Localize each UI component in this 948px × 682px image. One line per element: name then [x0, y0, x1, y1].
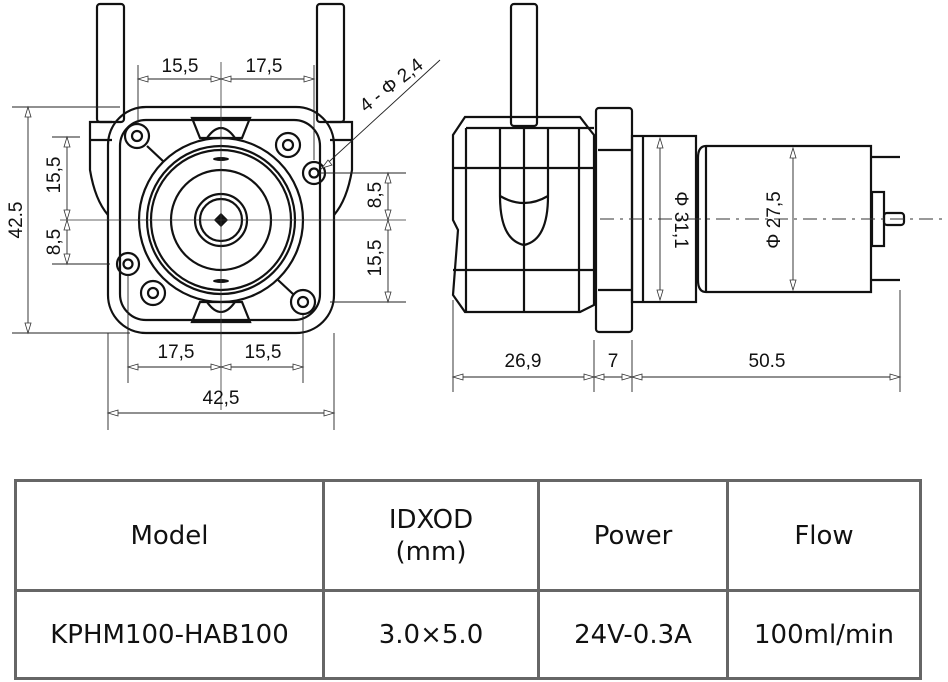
cell-flow: 100ml/min	[726, 589, 922, 680]
header-idxod: IDXOD(mm)	[322, 479, 540, 592]
dim-left-overall: 42.5	[6, 202, 27, 239]
spec-table-header: Model IDXOD(mm) Power Flow	[14, 479, 922, 592]
dim-bottom-overall: 42,5	[203, 388, 240, 409]
side-view: Φ 31,1 Φ 27,5 26,9 7 50.5	[451, 2, 946, 392]
table-row: KPHM100-HAB100 3.0×5.0 24V-0.3A 100ml/mi…	[14, 589, 922, 680]
dim-diameter-motor: Φ 27,5	[764, 191, 785, 248]
dim-right-lower: 15,5	[365, 240, 386, 277]
dim-right-upper: 8,5	[365, 182, 386, 208]
dim-bottom-left: 17,5	[158, 342, 195, 363]
side-ear-left	[88, 120, 112, 216]
header-flow: Flow	[726, 479, 922, 592]
side-tube	[509, 2, 539, 128]
dim-hole-callout: 4 - Φ 2,4	[356, 54, 428, 117]
dim-top-left: 15,5	[162, 56, 199, 77]
cell-power: 24V-0.3A	[537, 589, 729, 680]
dim-pump-head-length: 26,9	[505, 351, 542, 372]
cell-model: KPHM100-HAB100	[14, 589, 325, 680]
dim-left-upper: 15,5	[44, 157, 65, 194]
tube-port-left	[95, 2, 126, 124]
spec-table: Model IDXOD(mm) Power Flow KPHM100-HAB10…	[14, 479, 922, 680]
mounting-flange	[594, 106, 634, 334]
dim-top-right: 17,5	[246, 56, 283, 77]
header-power: Power	[537, 479, 729, 592]
dim-diameter-gearbox: Φ 31,1	[670, 191, 691, 248]
header-model: Model	[14, 479, 325, 592]
side-ear-right	[330, 120, 354, 216]
technical-drawing: 15,5 17,5 4 - Φ 2,4 42.5 15,5 8,5 8,5 15…	[6, 2, 946, 430]
cell-idxod: 3.0×5.0	[322, 589, 540, 680]
dim-flange-length: 7	[608, 351, 619, 372]
front-view: 15,5 17,5 4 - Φ 2,4 42.5 15,5 8,5 8,5 15…	[6, 2, 441, 430]
tube-port-right	[315, 2, 346, 124]
dim-motor-length: 50.5	[749, 351, 786, 372]
dim-left-lower: 8,5	[44, 229, 65, 255]
dim-bottom-right: 15,5	[245, 342, 282, 363]
